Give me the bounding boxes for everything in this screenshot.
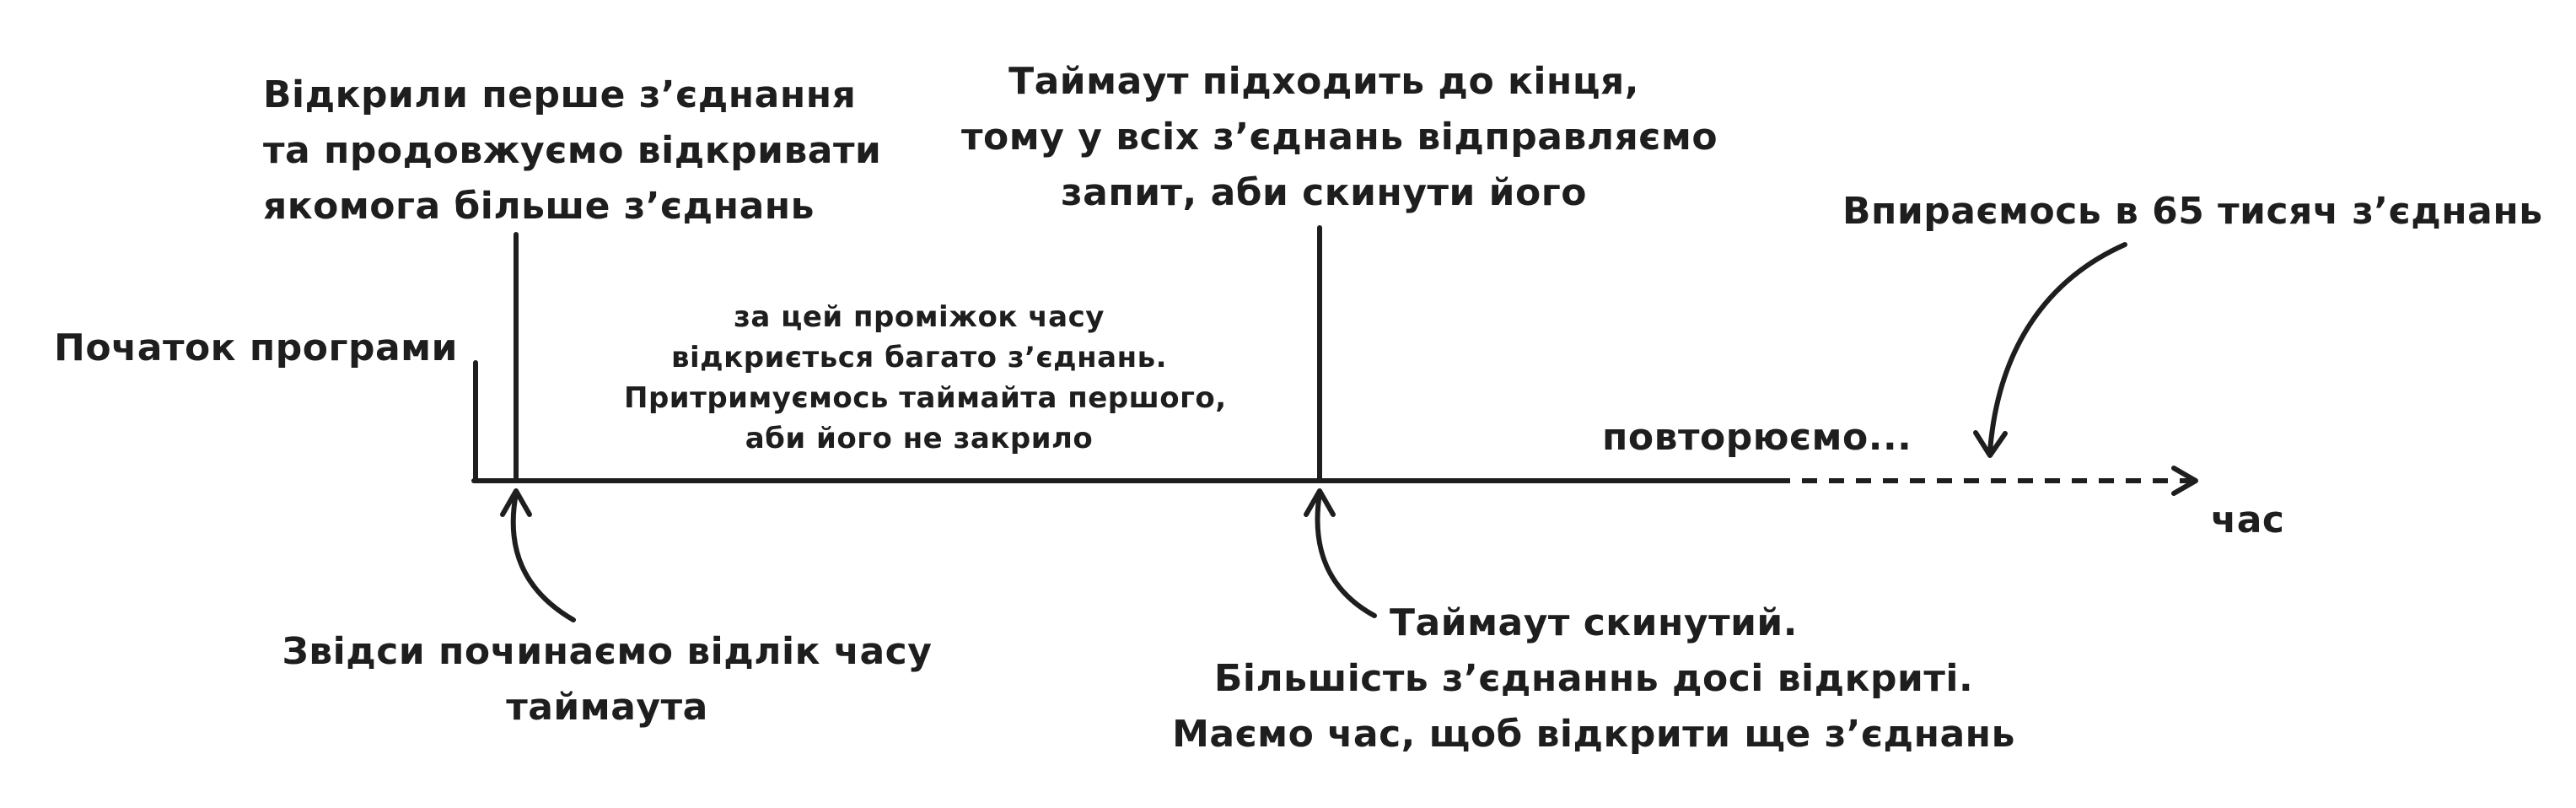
curved-arrow-head bbox=[1973, 430, 2008, 458]
curved-arrow-icon bbox=[1987, 242, 2127, 454]
arrow-right-icon bbox=[2171, 466, 2198, 496]
label-timeout-reset: Таймаут скинутий. Більшість з’єднаннь до… bbox=[1172, 601, 2015, 756]
label-first-connection: Відкрили перше з’єднання та продовжуємо … bbox=[263, 73, 882, 228]
label-interval-note: за цей проміжок часу відкриється багато … bbox=[624, 300, 1227, 455]
curved-arrow-head bbox=[500, 488, 532, 517]
curved-arrow-icon bbox=[510, 491, 576, 622]
curved-arrow-head bbox=[1304, 488, 1336, 517]
label-repeat: повторюємо... bbox=[1602, 416, 1912, 459]
label-time-axis: час bbox=[2211, 498, 2285, 541]
label-timeout-start: Звідси починаємо відлік часу таймаута bbox=[282, 630, 933, 729]
label-limit-reached: Впираємось в 65 тисяч з’єднань bbox=[1842, 190, 2543, 233]
label-timeout-ending: Таймаут підходить до кінця, тому у всіх … bbox=[961, 60, 1718, 214]
curved-arrow-icon bbox=[1315, 491, 1377, 618]
label-program-start: Початок програми bbox=[54, 326, 458, 369]
